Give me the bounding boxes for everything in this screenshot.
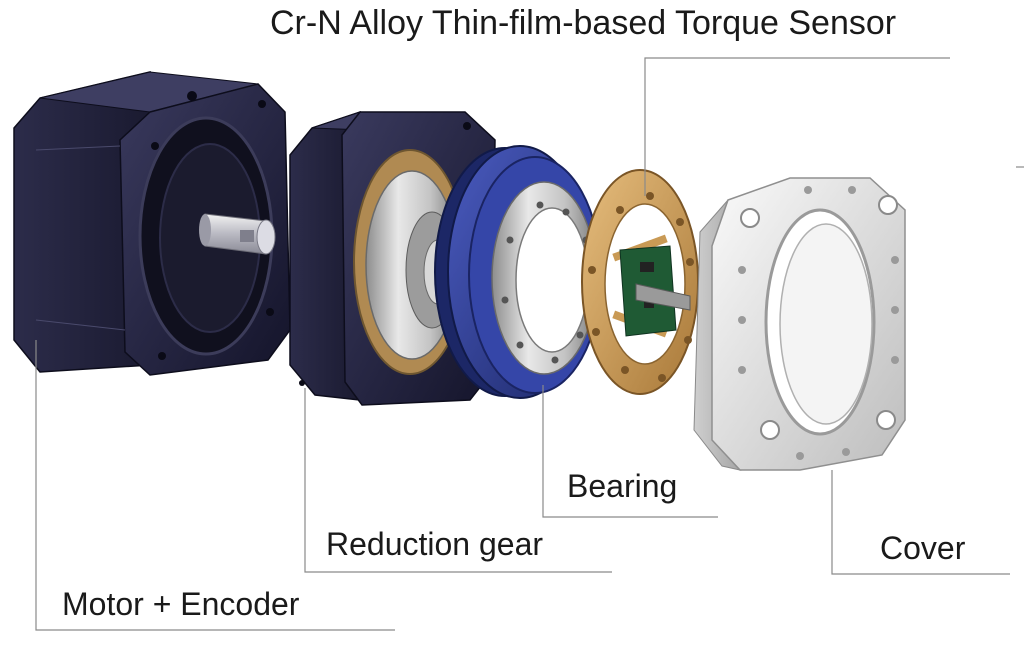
motor-encoder [13,71,291,376]
leader-line-sensor [644,57,950,196]
label-reduction-gear: Reduction gear [326,526,544,562]
leader-line-motor [35,340,395,631]
label-torque-sensor: Cr-N Alloy Thin-film-based Torque Sensor [270,4,897,42]
label-motor-encoder: Motor + Encoder [62,586,300,622]
leader-line-bearing [542,385,718,518]
torque-sensor [581,169,699,395]
bearing [434,145,602,399]
leader-lines [35,57,1024,631]
leader-line-cover [831,470,1010,575]
label-cover: Cover [880,530,966,566]
label-bearing: Bearing [567,468,678,504]
cover [693,177,906,471]
leader-line-gear [304,388,612,573]
